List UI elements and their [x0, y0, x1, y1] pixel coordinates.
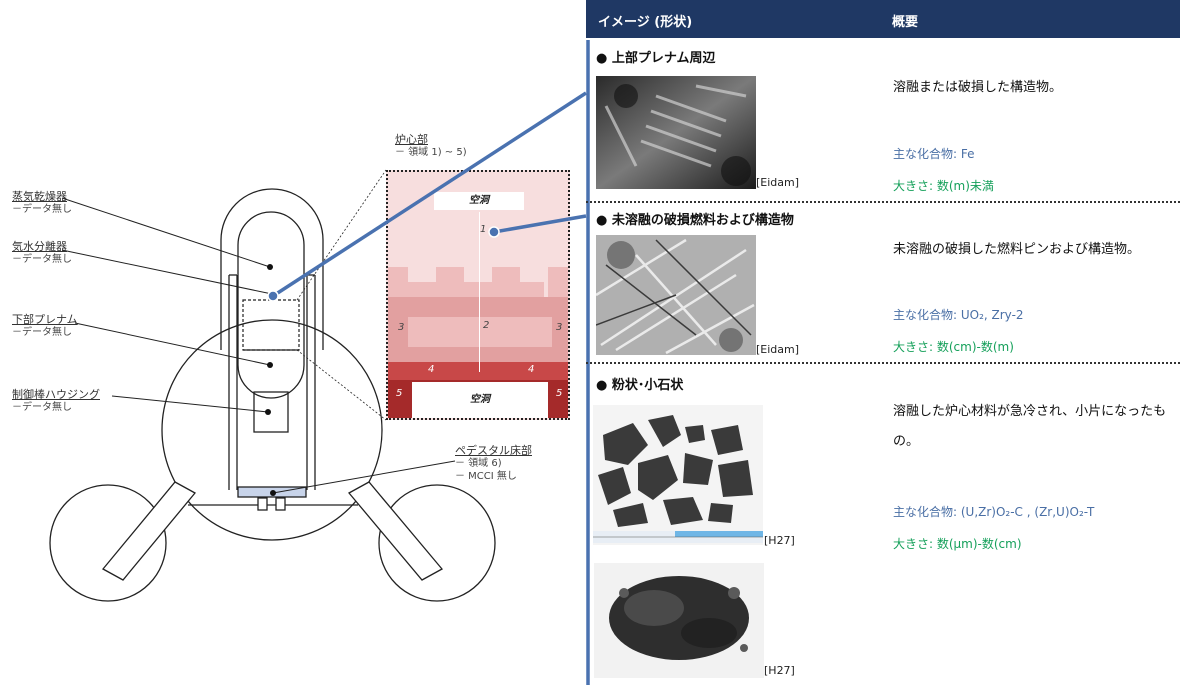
void-top: 空洞 [434, 192, 524, 210]
vent-pipe-right [347, 481, 444, 581]
row-divider-1 [586, 201, 1180, 203]
vessel-upper-shell [220, 188, 324, 350]
row1-description: 溶融または破損した構造物。 [893, 80, 1063, 95]
suppression-chamber-left [49, 484, 167, 602]
photo-damaged-fuel [596, 235, 756, 355]
row3-cite2: [H27] [764, 664, 795, 677]
reactor-schematic [49, 169, 496, 602]
photo-debris-pebbles [593, 405, 763, 545]
inner-capsule [237, 211, 305, 399]
header-summary-col: 概要 [892, 15, 919, 30]
row3-size: 大きさ: 数(μm)-数(cm) [893, 537, 1022, 551]
region-4-left-label: 4 [428, 364, 435, 375]
photo-debris-powder [594, 563, 764, 678]
region-5-left-label: 5 [396, 388, 403, 399]
core-grid: 空洞 空洞 1 2 3 3 4 4 5 5 [386, 170, 570, 420]
region-4-right-label: 4 [528, 364, 535, 375]
photo-upper-plenum [596, 76, 756, 189]
row2-title: ● 未溶融の破損燃料および構造物 [596, 213, 794, 228]
row1-compounds: 主な化合物: Fe [893, 147, 975, 161]
vent-pipe-left [101, 481, 197, 581]
region-2-label: 2 [483, 320, 490, 331]
region-3-left-label: 3 [398, 322, 405, 333]
row2-size: 大きさ: 数(cm)-数(m) [893, 340, 1014, 354]
region-5-right-label: 5 [556, 388, 563, 399]
region-3-right-label: 3 [556, 322, 563, 333]
separator-sub: －データ無し [12, 254, 72, 265]
core-sub: － 領域 1) ~ 5) [395, 147, 467, 158]
steam-dryer-title: 蒸気乾燥器 [12, 190, 67, 203]
row2-cite: [Eidam] [756, 343, 800, 356]
row3-description: 溶融した炉心材料が急冷され、小片になったもの。 [893, 404, 1167, 449]
row-divider-2 [586, 362, 1180, 364]
row2-compounds: 主な化合物: UO₂, Zry-2 [893, 308, 1024, 322]
label-steam-dryer: 蒸気乾燥器 －データ無し [12, 190, 72, 216]
pedestal-sub1: － 領域 6) [455, 458, 502, 469]
label-crd-housing: 制御棒ハウジング －データ無し [12, 388, 100, 414]
separator-title: 気水分離器 [12, 240, 67, 253]
row2-description: 未溶融の破損した燃料ピンおよび構造物。 [893, 242, 1141, 257]
label-lower-plenum: 下部プレナム －データ無し [12, 313, 78, 339]
void-bottom: 空洞 [412, 382, 548, 418]
crd-housing-box [253, 391, 289, 433]
core-title: 炉心部 [395, 133, 428, 146]
lower-plenum-title: 下部プレナム [12, 313, 78, 326]
pedestal-title: ペデスタル床部 [455, 444, 532, 457]
pedestal-sub2: － MCCI 無し [455, 471, 517, 482]
label-pedestal: ペデスタル床部 － 領域 6) － MCCI 無し [455, 444, 532, 483]
region-1-label: 1 [480, 224, 487, 235]
row3-title: ● 粉状･小石状 [596, 378, 684, 393]
table-header: イメージ (形状) 概要 [586, 0, 1180, 38]
row1-title: ● 上部プレナム周辺 [596, 51, 716, 66]
row1-size: 大きさ: 数(m)未満 [893, 179, 994, 193]
crd-housing-sub: －データ無し [12, 402, 72, 413]
row1-cite: [Eidam] [756, 176, 800, 189]
row3-cite1: [H27] [764, 534, 795, 547]
header-image-col: イメージ (形状) [598, 15, 693, 30]
row3-compounds: 主な化合物: (U,Zr)O₂-C , (Zr,U)O₂-T [893, 505, 1095, 519]
lower-plenum-sub: －データ無し [12, 327, 72, 338]
crd-housing-title: 制御棒ハウジング [12, 388, 100, 401]
suppression-chamber-right [378, 484, 496, 602]
label-separator: 気水分離器 －データ無し [12, 240, 72, 266]
steam-dryer-sub: －データ無し [12, 204, 72, 215]
label-core: 炉心部 － 領域 1) ~ 5) [395, 133, 467, 159]
vessel-lower-sphere [161, 319, 383, 541]
